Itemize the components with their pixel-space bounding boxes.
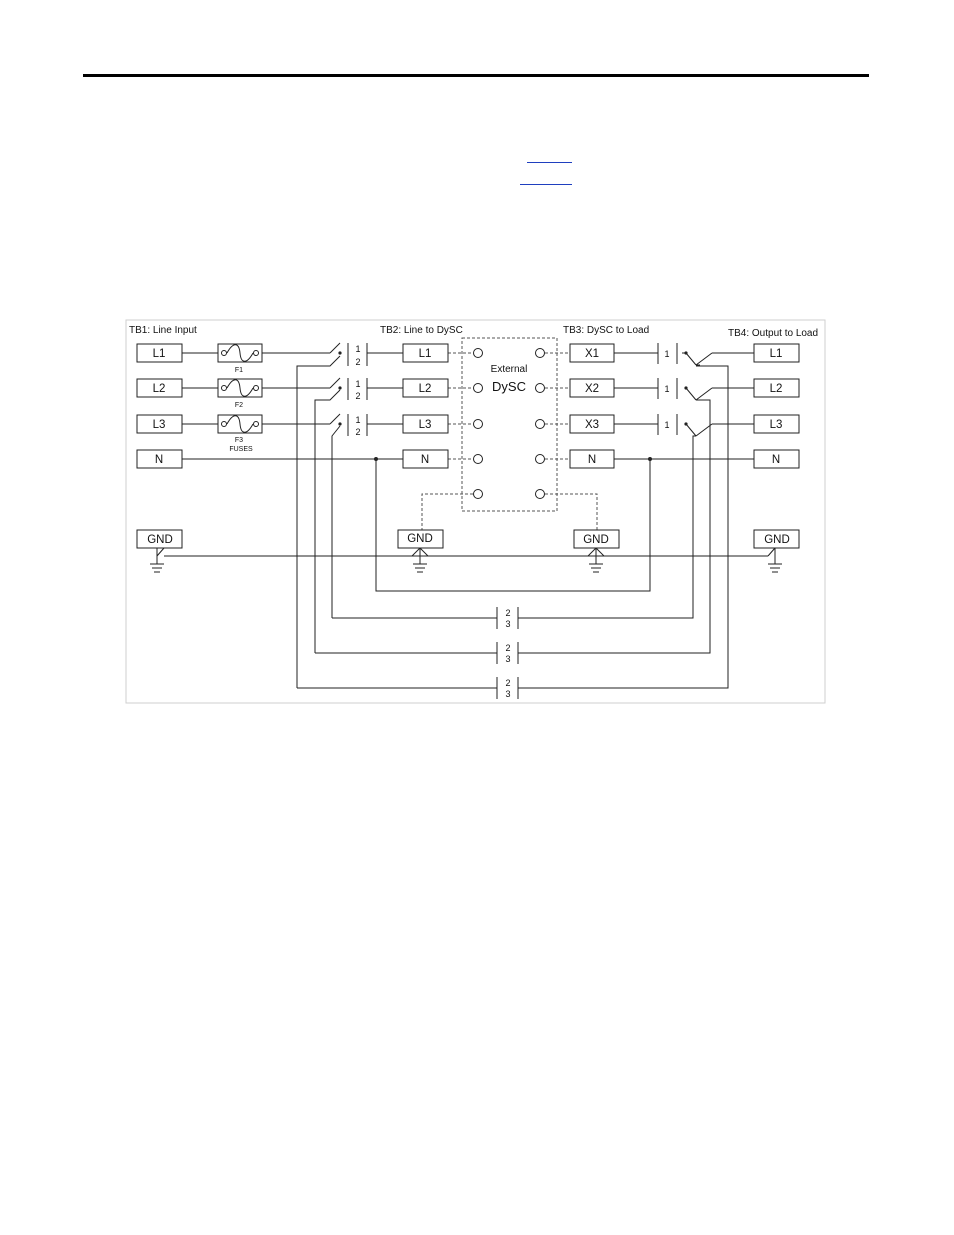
tb2-label: L2	[419, 383, 432, 395]
tb1-label: N	[155, 454, 163, 466]
dysc-terminal	[474, 420, 483, 429]
tb4-label: GND	[764, 534, 790, 546]
dysc-terminal	[474, 455, 483, 464]
dysc-terminal	[536, 420, 545, 429]
tb4-label: L3	[770, 419, 783, 431]
fuses-label: FUSES	[229, 446, 253, 453]
tb2-label: GND	[407, 533, 433, 545]
bypass-label: 2	[505, 678, 510, 688]
dysc-terminal	[474, 384, 483, 393]
switch-label: 2	[355, 357, 360, 367]
tb4-label: N	[772, 454, 780, 466]
tb2-label: L3	[419, 419, 432, 431]
dysc-terminal	[536, 349, 545, 358]
tb3-title: TB3: DySC to Load	[563, 325, 649, 336]
switch-label: 2	[355, 391, 360, 401]
tb3-label: X2	[585, 383, 599, 395]
bypass-label: 2	[505, 608, 510, 618]
tb4-label: L2	[770, 383, 783, 395]
tb3-label: X1	[585, 348, 599, 360]
fuse-label-f3: F3	[235, 437, 243, 444]
tb1-label: L1	[153, 348, 166, 360]
tb3-label: GND	[583, 534, 609, 546]
bypass-label: 3	[505, 689, 510, 699]
dysc-terminal	[536, 455, 545, 464]
diagram-frame	[126, 320, 825, 703]
tb4-label: L1	[770, 348, 783, 360]
tb1-title: TB1: Line Input	[129, 325, 197, 336]
switch-label: 1	[355, 344, 360, 354]
bypass-label: 2	[505, 643, 510, 653]
tb1-label: L2	[153, 383, 166, 395]
tb2-label: L1	[419, 348, 432, 360]
switch-label: 2	[355, 427, 360, 437]
switch-label: 1	[355, 415, 360, 425]
bypass-label: 3	[505, 619, 510, 629]
switch-label: 1	[664, 420, 669, 430]
dysc-label-external: External	[491, 364, 528, 375]
dysc-terminal	[536, 384, 545, 393]
switch-label: 1	[664, 349, 669, 359]
bypass-label: 3	[505, 654, 510, 664]
tb1-label: L3	[153, 419, 166, 431]
tb2-label: N	[421, 454, 429, 466]
fuse-label-f2: F2	[235, 402, 243, 409]
tb2-title: TB2: Line to DySC	[380, 325, 463, 336]
fuse-label-f1: F1	[235, 367, 243, 374]
dysc-terminal	[474, 349, 483, 358]
tb4-title: TB4: Output to Load	[728, 328, 818, 339]
switch-label: 1	[664, 384, 669, 394]
dysc-terminal	[474, 490, 483, 499]
dysc-terminal	[536, 490, 545, 499]
switch-label: 1	[355, 379, 360, 389]
dysc-label-name: DySC	[492, 379, 526, 394]
tb3-label: N	[588, 454, 596, 466]
tb3-label: X3	[585, 419, 599, 431]
tb1-label: GND	[147, 534, 173, 546]
